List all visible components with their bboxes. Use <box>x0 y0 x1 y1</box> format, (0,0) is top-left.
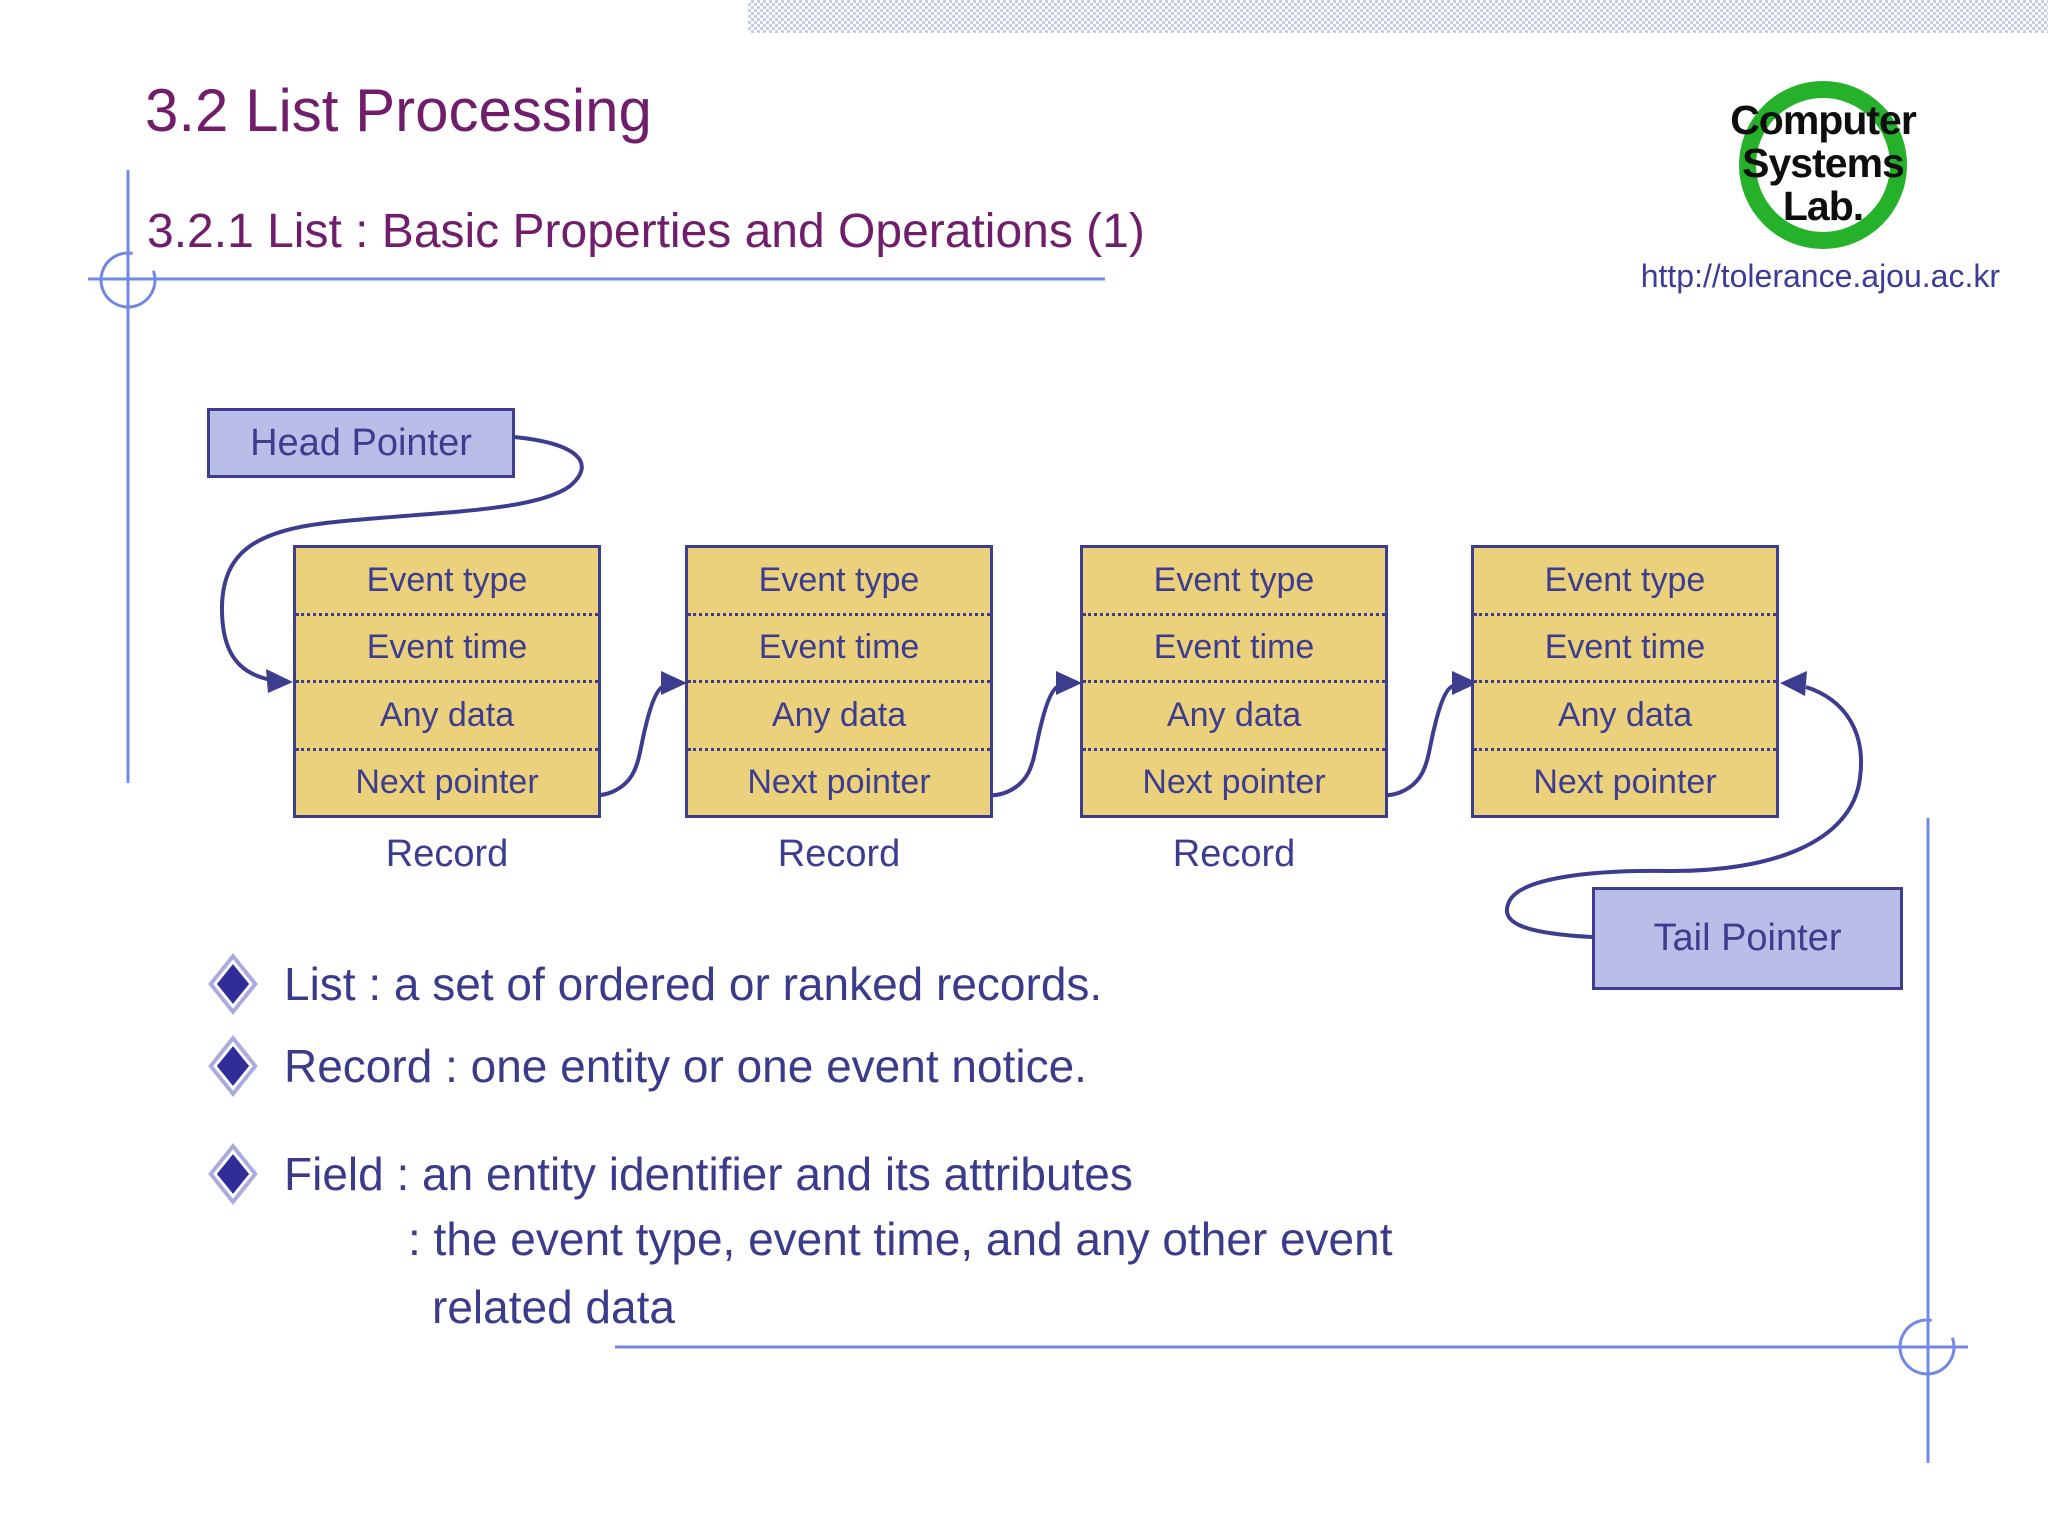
record-field: Event time <box>1083 612 1385 681</box>
top-left-circle-icon <box>99 251 157 309</box>
tail-pointer-arrowhead-icon <box>1780 671 1807 696</box>
diamond-bullet-icon <box>208 1035 258 1097</box>
bottom-right-circle-icon <box>1898 1318 1956 1376</box>
record-field: Any data <box>296 680 598 748</box>
head-pointer-label: Head Pointer <box>250 421 472 464</box>
record-field: Event type <box>1153 560 1315 599</box>
next-pointer-arrowhead-1-icon <box>661 671 687 695</box>
bullet-continuation-2: related data <box>432 1281 675 1333</box>
record-caption-1: Record <box>385 833 509 875</box>
lab-logo-line-1: Computer <box>1730 97 1917 143</box>
diamond-bullet-icon <box>208 1143 258 1205</box>
bullet-item-list: List : a set of ordered or ranked record… <box>208 953 1102 1015</box>
lab-logo-line-2: Systems <box>1742 140 1905 186</box>
bullet-continuation-1: : the event type, event time, and any ot… <box>408 1213 1393 1265</box>
record-field: Event type <box>1544 560 1706 599</box>
record-field: Next pointer <box>688 747 990 816</box>
bullet-text: Record : one entity or one event notice. <box>284 1040 1087 1092</box>
next-pointer-arrowhead-2-icon <box>1056 671 1082 695</box>
record-field: Event type <box>758 560 920 599</box>
record-box-4: Event type Event time Any data Next poin… <box>1471 545 1779 818</box>
record-field: Any data <box>1083 680 1385 748</box>
bullet-item-field: Field : an entity identifier and its att… <box>208 1143 1133 1205</box>
bullet-text: List : a set of ordered or ranked record… <box>284 958 1103 1010</box>
page-subtitle: 3.2.1 List : Basic Properties and Operat… <box>147 205 1145 258</box>
record-field: Any data <box>688 680 990 748</box>
lab-logo-text: Computer Systems Lab. <box>1663 99 1983 228</box>
tail-pointer-box: Tail Pointer <box>1592 887 1903 990</box>
lab-url: http://tolerance.ajou.ac.kr <box>1640 258 2000 294</box>
diamond-bullet-icon <box>208 953 258 1015</box>
lab-logo-line-3: Lab. <box>1782 183 1864 229</box>
record-field: Next pointer <box>1474 747 1776 816</box>
page-title: 3.2 List Processing <box>145 77 652 144</box>
record-field: Any data <box>1474 680 1776 748</box>
record-field: Event time <box>1474 612 1776 681</box>
record-box-3: Event type Event time Any data Next poin… <box>1080 545 1388 818</box>
record-caption-2: Record <box>777 833 901 875</box>
record-field: Event time <box>296 612 598 681</box>
record-field: Next pointer <box>296 747 598 816</box>
bullet-item-record: Record : one entity or one event notice. <box>208 1035 1087 1097</box>
record-field: Event time <box>688 612 990 681</box>
record-box-2: Event type Event time Any data Next poin… <box>685 545 993 818</box>
head-pointer-arrowhead-icon <box>266 669 293 693</box>
record-field: Next pointer <box>1083 747 1385 816</box>
head-pointer-box: Head Pointer <box>207 408 515 478</box>
record-field: Event type <box>366 560 528 599</box>
tail-pointer-label: Tail Pointer <box>1653 917 1842 959</box>
top-dither-band <box>748 0 2048 33</box>
record-caption-3: Record <box>1172 833 1296 875</box>
record-box-1: Event type Event time Any data Next poin… <box>293 545 601 818</box>
bullet-text: Field : an entity identifier and its att… <box>284 1148 1133 1200</box>
